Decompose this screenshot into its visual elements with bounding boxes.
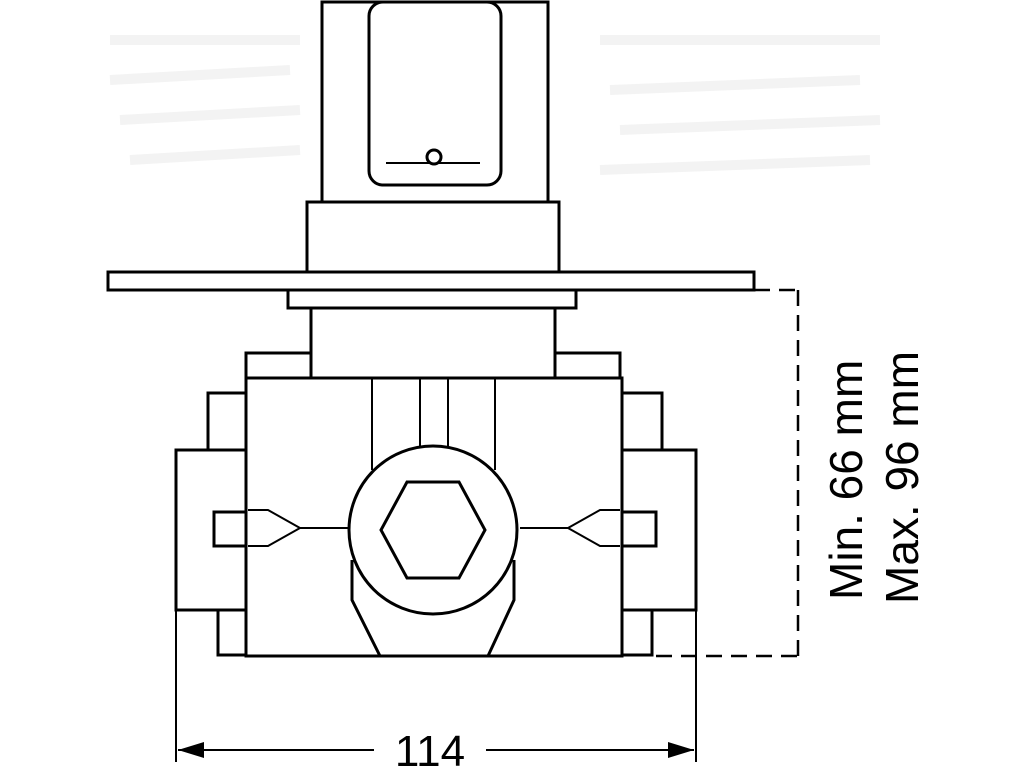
stem <box>244 306 622 380</box>
width-dimension <box>175 610 697 762</box>
hex-port <box>347 444 519 616</box>
background-ghost <box>109 35 881 175</box>
flange <box>286 288 578 310</box>
depth-dimension <box>656 288 800 658</box>
cover-plate <box>106 270 756 292</box>
depth-max-label: Max. 96 mm <box>876 351 928 604</box>
left-connector <box>174 391 250 657</box>
handle <box>320 0 550 204</box>
width-dimension-label: 114 <box>395 727 465 768</box>
collar <box>305 200 561 274</box>
right-connector <box>620 391 698 657</box>
depth-min-label: Min. 66 mm <box>820 360 872 600</box>
